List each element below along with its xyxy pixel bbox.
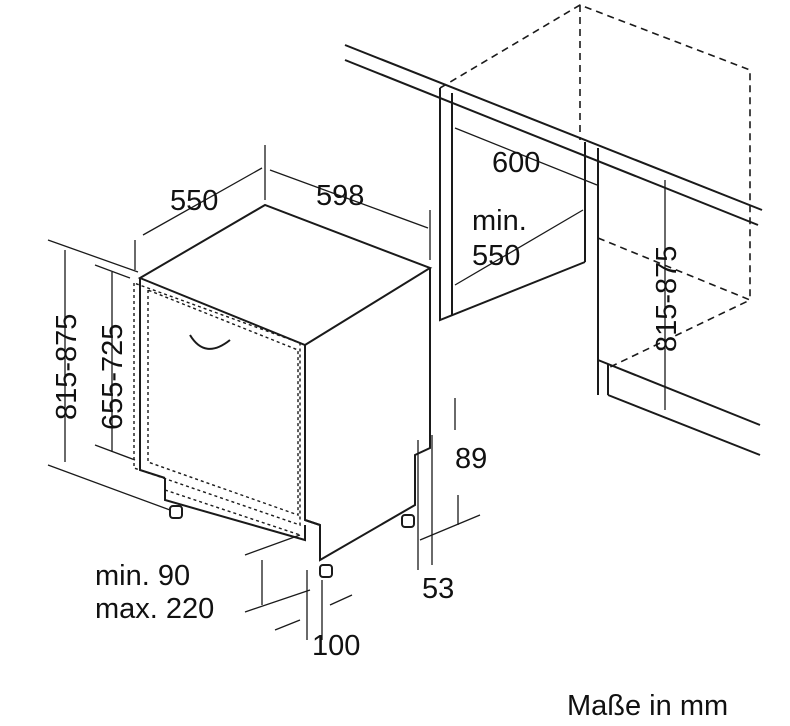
- foot: [169, 505, 183, 519]
- foot-max-label: max. 220: [95, 593, 214, 625]
- foot: [401, 514, 415, 528]
- niche-width-label: 600: [492, 147, 540, 179]
- plinth-depth-label: 53: [422, 573, 454, 605]
- niche-depth-value: 550: [472, 240, 520, 272]
- appliance-height-label: 815-875: [51, 314, 83, 420]
- foot-offset-label: 100: [312, 630, 360, 662]
- width-label: 598: [316, 180, 364, 212]
- foot-min-label: min. 90: [95, 560, 190, 592]
- plinth-height-label: 89: [455, 443, 487, 475]
- depth-label: 550: [170, 185, 218, 217]
- foot: [319, 564, 333, 578]
- niche-cabinet: [344, 4, 763, 456]
- dimension-lines: [47, 127, 666, 640]
- units-caption: Maße in mm: [567, 690, 728, 722]
- door-height-label: 655-725: [97, 324, 129, 430]
- niche-height-label: 815-875: [651, 246, 683, 352]
- door-handle: [189, 334, 231, 350]
- niche-depth-min-label: min.: [472, 205, 527, 237]
- dishwasher-body: [133, 203, 433, 578]
